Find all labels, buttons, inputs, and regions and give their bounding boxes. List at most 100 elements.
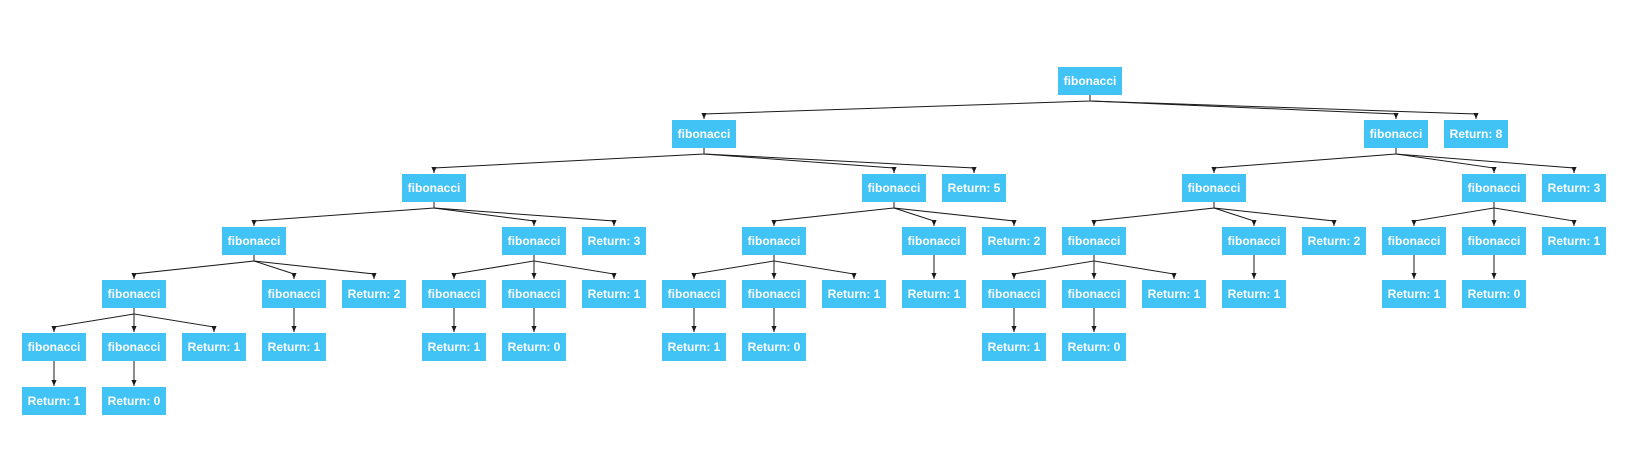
node-box [502, 333, 566, 361]
node-label: Return: 1 [28, 394, 81, 408]
node-box [1364, 120, 1428, 148]
node-label: fibonacci [1468, 181, 1521, 195]
return-node: Return: 0 [742, 333, 806, 361]
node-box [262, 333, 326, 361]
return-node: Return: 0 [502, 333, 566, 361]
edge-n5-n7 [131, 255, 255, 279]
fibonacci-call-node: fibonacci [262, 280, 326, 308]
return-node: Return: 8 [1444, 120, 1508, 148]
node-box [902, 280, 966, 308]
edge-n2-n17 [1211, 148, 1397, 173]
node-label: Return: 1 [828, 287, 881, 301]
node-box [502, 227, 566, 255]
node-label: Return: 1 [268, 340, 321, 354]
edge-n18-r1e [1493, 202, 1577, 226]
node-box [982, 227, 1046, 255]
edge-n1-r5 [703, 148, 977, 173]
node-box [422, 280, 486, 308]
edge-n18-n23 [1411, 202, 1495, 226]
node-label: fibonacci [1228, 234, 1281, 248]
node-label: Return: 0 [1468, 287, 1521, 301]
node-box [742, 227, 806, 255]
node-box [742, 333, 806, 361]
fibonacci-call-node: fibonacci [742, 227, 806, 255]
node-box [1462, 280, 1526, 308]
fibonacci-call-node: fibonacci [502, 280, 566, 308]
node-label: Return: 0 [748, 340, 801, 354]
return-node: Return: 1 [982, 333, 1046, 361]
node-box [1462, 174, 1526, 202]
node-label: fibonacci [908, 234, 961, 248]
return-node: Return: 1 [582, 280, 646, 308]
return-node: Return: 1 [822, 280, 886, 308]
node-box [102, 280, 166, 308]
edge-n17-n20 [1213, 202, 1257, 226]
node-box [102, 333, 166, 361]
node-box [262, 280, 326, 308]
node-box [1062, 280, 1126, 308]
fibonacci-call-node: fibonacci [662, 280, 726, 308]
edge-n4-n13 [771, 202, 895, 226]
node-label: Return: 1 [1228, 287, 1281, 301]
node-label: fibonacci [428, 287, 481, 301]
return-node: Return: 1 [22, 387, 86, 415]
node-label: fibonacci [868, 181, 921, 195]
edge-n13-r1c [773, 255, 857, 279]
edge-n19-n21 [1011, 255, 1095, 279]
node-box [902, 227, 966, 255]
return-node: Return: 1 [422, 333, 486, 361]
node-box [1382, 280, 1446, 308]
node-box [1542, 227, 1606, 255]
node-box [342, 280, 406, 308]
node-label: Return: 1 [668, 340, 721, 354]
edge-n5-n8 [253, 255, 297, 279]
return-node: Return: 1 [1142, 280, 1206, 308]
node-box [182, 333, 246, 361]
node-box [1462, 227, 1526, 255]
node-box [1222, 280, 1286, 308]
node-label: fibonacci [1370, 127, 1423, 141]
node-label: fibonacci [108, 287, 161, 301]
edge-n19-r1d [1093, 255, 1177, 279]
node-box [1062, 227, 1126, 255]
fibonacci-call-node: fibonacci [902, 227, 966, 255]
node-box [582, 280, 646, 308]
edge-n17-r2c [1213, 202, 1337, 226]
edge-n0-r8 [1089, 95, 1479, 119]
nodes-layer: fibonacci fibonacci fibonacci Return: 8 fibo… [22, 67, 1606, 415]
fibonacci-call-node: fibonacci [402, 174, 466, 202]
return-node: Return: 2 [1302, 227, 1366, 255]
node-label: Return: 2 [988, 234, 1041, 248]
fibonacci-call-node: fibonacci [862, 174, 926, 202]
return-node: Return: 1 [262, 333, 326, 361]
node-box [1444, 120, 1508, 148]
node-box [672, 120, 736, 148]
edge-n0-n2 [1089, 95, 1399, 119]
node-label: fibonacci [1188, 181, 1241, 195]
node-box [1182, 174, 1246, 202]
node-label: Return: 3 [1548, 181, 1601, 195]
fibonacci-call-node: fibonacci [1382, 227, 1446, 255]
return-node: Return: 1 [1542, 227, 1606, 255]
return-node: Return: 1 [182, 333, 246, 361]
node-label: Return: 8 [1450, 127, 1503, 141]
node-box [582, 227, 646, 255]
fibonacci-call-node: fibonacci [1182, 174, 1246, 202]
node-box [102, 387, 166, 415]
edge-n6-n11 [451, 255, 535, 279]
node-label: Return: 0 [508, 340, 561, 354]
fibonacci-call-node: fibonacci [742, 280, 806, 308]
return-node: Return: 5 [942, 174, 1006, 202]
fibonacci-call-node: fibonacci [982, 280, 1046, 308]
fibonacci-call-node: fibonacci [222, 227, 286, 255]
node-label: fibonacci [1068, 287, 1121, 301]
node-label: Return: 1 [908, 287, 961, 301]
return-node: Return: 0 [1062, 333, 1126, 361]
node-label: Return: 5 [948, 181, 1001, 195]
return-node: Return: 1 [662, 333, 726, 361]
fibonacci-call-node: fibonacci [102, 280, 166, 308]
return-node: Return: 1 [902, 280, 966, 308]
node-label: fibonacci [668, 287, 721, 301]
edge-n7-r1a [133, 308, 217, 332]
node-box [22, 387, 86, 415]
